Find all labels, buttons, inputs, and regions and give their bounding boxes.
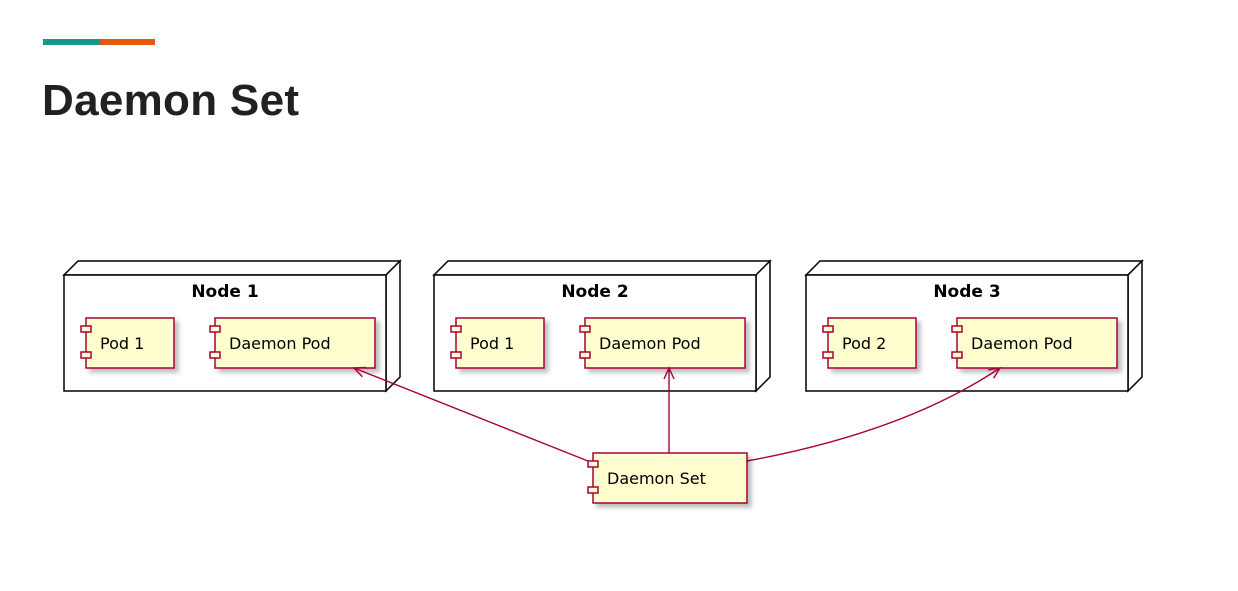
node-top-face [62, 260, 402, 276]
node-3: Node 3 Pod 2 Daemon Pod [804, 259, 1144, 393]
arrowhead [663, 366, 675, 380]
node-top-face [432, 260, 772, 276]
component-pod-1: Pod 1 [450, 317, 545, 369]
node-side-face [1127, 259, 1143, 393]
node-side-face [755, 259, 771, 393]
component-daemon-pod: Daemon Pod [209, 317, 376, 369]
edge-1 [352, 366, 594, 464]
component-box [592, 452, 748, 504]
component-label: Daemon Pod [229, 334, 331, 353]
slide-title: Daemon Set [42, 76, 300, 125]
component-label: Daemon Pod [971, 334, 1073, 353]
component-tab [951, 325, 963, 333]
component-tab [951, 351, 963, 359]
accent-bar-orange [100, 39, 155, 45]
component-pod-1: Pod 1 [80, 317, 175, 369]
component-tab [579, 351, 591, 359]
node-title: Node 1 [191, 282, 258, 302]
component-pod-2: Pod 2 [822, 317, 917, 369]
component-daemon-pod: Daemon Pod [579, 317, 746, 369]
component-tab [209, 351, 221, 359]
accent-bar-teal [43, 39, 100, 45]
component-tab [209, 325, 221, 333]
component-box [214, 317, 376, 369]
component-label: Pod 1 [100, 334, 144, 353]
component-tab [579, 325, 591, 333]
node-1: Node 1 Pod 1 Daemon Pod [62, 259, 402, 393]
component-tab [450, 351, 462, 359]
component-tab [822, 325, 834, 333]
component-box [956, 317, 1118, 369]
component-label: Pod 1 [470, 334, 514, 353]
edge-3 [746, 367, 1002, 462]
edge-line [746, 367, 1001, 462]
component-tab [450, 325, 462, 333]
component-box [827, 317, 917, 369]
edge-2 [663, 366, 675, 453]
component-daemon-pod: Daemon Pod [951, 317, 1118, 369]
component-daemon-set: Daemon Set [587, 452, 748, 504]
component-label: Daemon Pod [599, 334, 701, 353]
node-title: Node 2 [561, 282, 628, 302]
component-tab [822, 351, 834, 359]
node-top-face [804, 260, 1144, 276]
component-tab [587, 486, 599, 494]
component-tab [80, 325, 92, 333]
component-label: Daemon Set [607, 469, 706, 488]
arrowhead [987, 367, 1002, 379]
node-2: Node 2 Pod 1 Daemon Pod [432, 259, 772, 393]
node-title: Node 3 [933, 282, 1000, 302]
arrowhead [352, 366, 367, 378]
component-tab [587, 460, 599, 468]
component-box [85, 317, 175, 369]
component-box [584, 317, 746, 369]
edge-line [353, 367, 594, 464]
component-label: Pod 2 [842, 334, 886, 353]
component-box [455, 317, 545, 369]
component-tab [80, 351, 92, 359]
node-side-face [385, 259, 401, 393]
